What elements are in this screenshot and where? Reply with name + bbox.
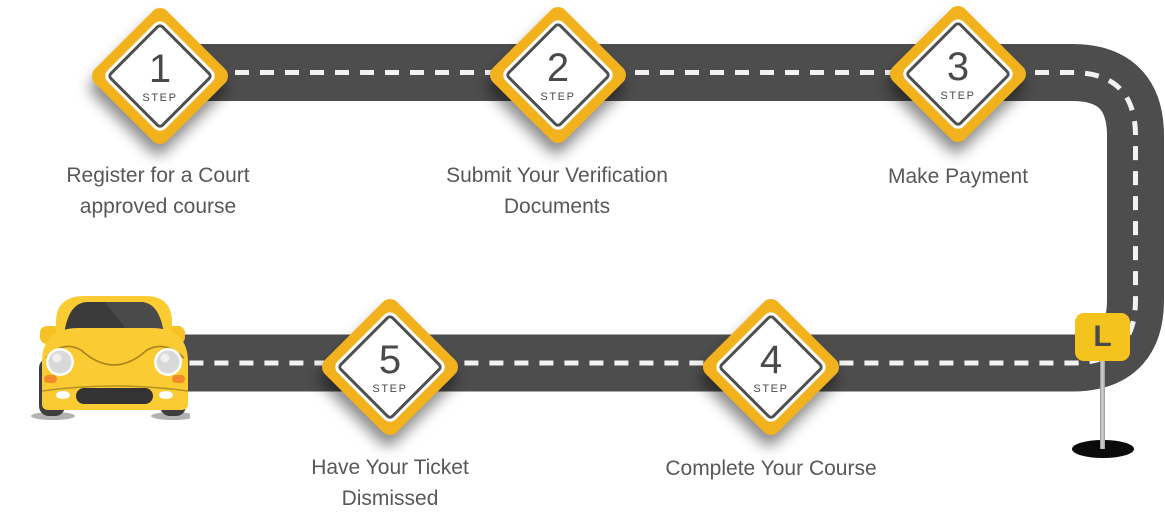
- step-2-caption-line2: Documents: [503, 195, 611, 218]
- car-body: [42, 328, 188, 410]
- step-5-caption-line2: Dismissed: [341, 487, 439, 510]
- step-5-number: 5: [378, 337, 402, 382]
- step-4-caption: Complete Your Course: [611, 453, 931, 484]
- step-1-number: 1: [148, 46, 172, 91]
- car-headlight-left-glint: [52, 353, 62, 363]
- learner-sign-letter: L: [1093, 320, 1112, 353]
- car-headlight-right: [156, 350, 180, 374]
- car-headlight-right-glint: [160, 353, 170, 363]
- step-3-diamond: 3 STEP: [885, 1, 1031, 147]
- step-4-step-label: STEP: [753, 382, 789, 395]
- step-4-caption-line1: Complete Your Course: [665, 457, 877, 480]
- step-1-diamond: 1 STEP: [87, 3, 233, 149]
- step-3-step-label: STEP: [940, 89, 976, 102]
- step-3-caption-line1: Make Payment: [887, 165, 1029, 188]
- step-5-step-label: STEP: [372, 382, 408, 395]
- car-hood-line: [45, 345, 185, 366]
- car-icon: [31, 296, 190, 420]
- step-2-diamond: 2 STEP: [485, 2, 631, 148]
- step-3-caption: Make Payment: [798, 161, 1118, 192]
- step-5-diamond: 5 STEP: [317, 294, 463, 440]
- step-3-number: 3: [946, 44, 970, 89]
- step-1-caption: Register for a Court approved course: [0, 160, 318, 222]
- step-1-step-label: STEP: [142, 91, 178, 104]
- car-indicator-left: [44, 375, 57, 383]
- step-2-number: 2: [546, 45, 570, 90]
- step-5-caption-line1: Have Your Ticket: [311, 456, 469, 479]
- car-headlight-left: [48, 350, 72, 374]
- step-4-number: 4: [759, 337, 783, 382]
- learner-sign: L: [1075, 313, 1130, 361]
- step-2-caption-line1: Submit Your Verification: [446, 164, 668, 187]
- car-indicator-right: [172, 375, 185, 383]
- car-foglight-left: [56, 391, 70, 399]
- step-4-diamond: 4 STEP: [698, 294, 844, 440]
- step-2-caption: Submit Your Verification Documents: [397, 160, 717, 222]
- step-2-step-label: STEP: [540, 90, 576, 103]
- car-bumper-line: [41, 385, 189, 392]
- sign-ground-shadow: [1072, 440, 1134, 458]
- step-5-caption: Have Your Ticket Dismissed: [230, 452, 550, 514]
- car-foglight-right: [159, 391, 173, 399]
- car-grille: [76, 388, 153, 404]
- step-1-caption-line1: Register for a Court: [66, 164, 250, 187]
- sign-pole: [1100, 358, 1105, 449]
- step-1-caption-line2: approved course: [79, 195, 237, 218]
